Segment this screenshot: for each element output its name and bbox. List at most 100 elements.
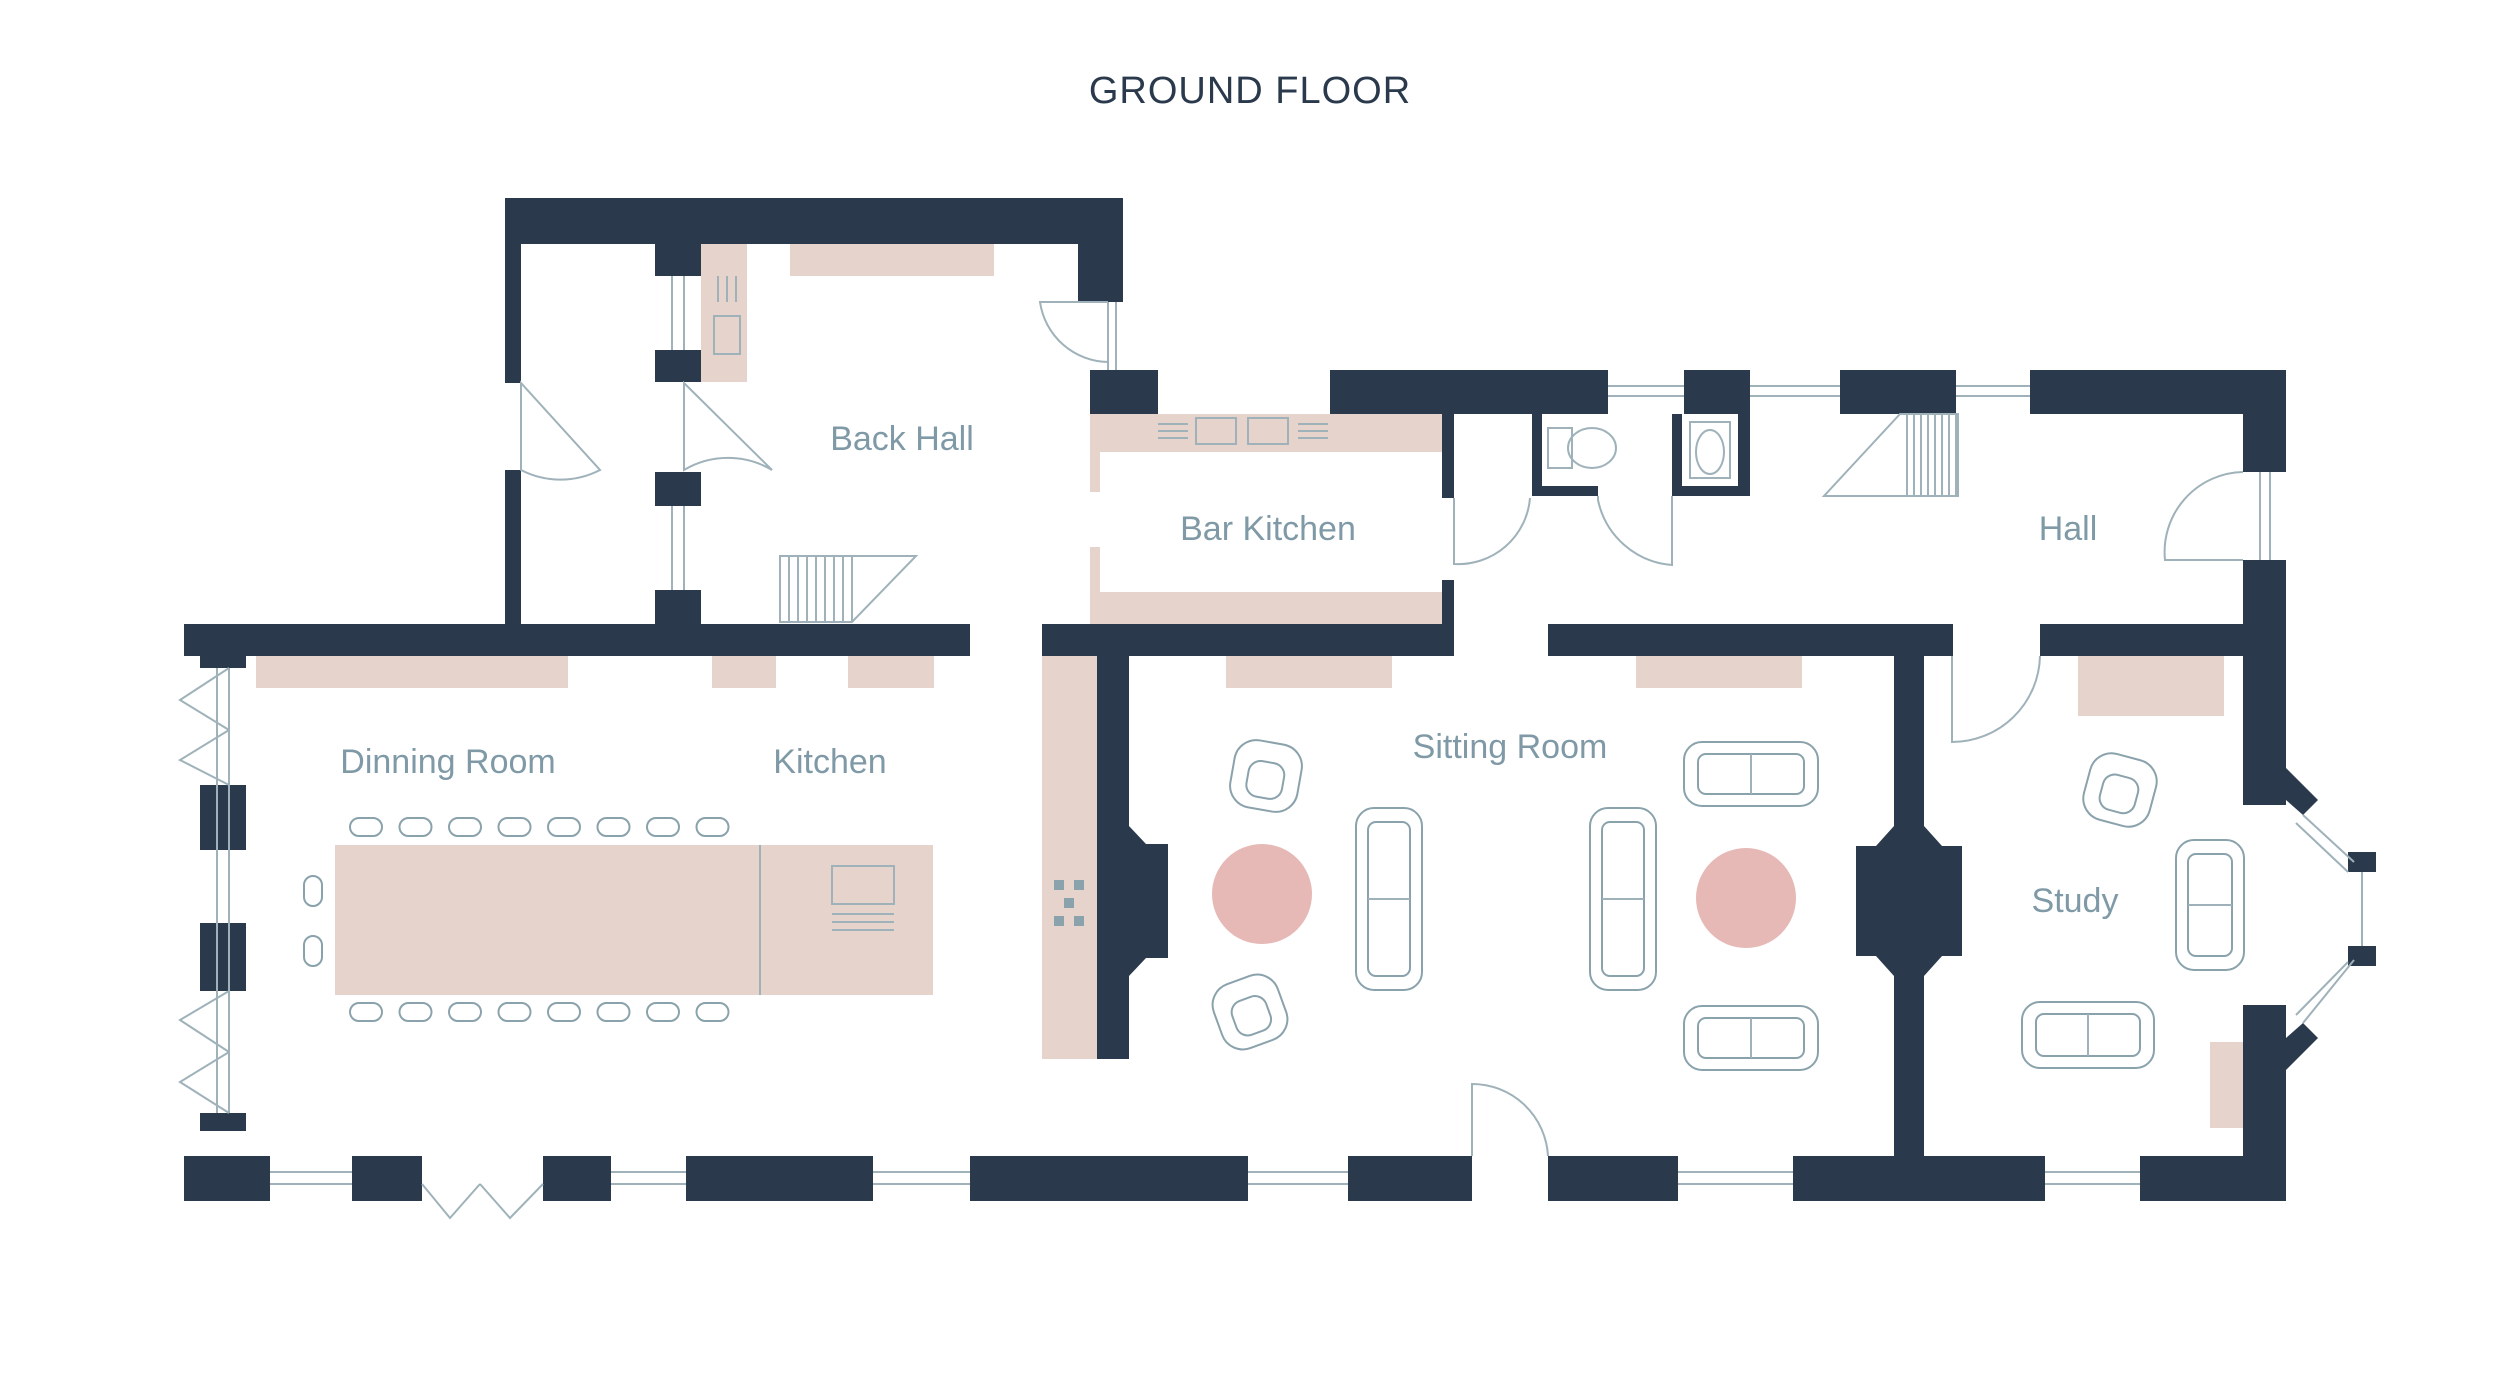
wall	[1330, 370, 1608, 414]
bar-counter	[1090, 414, 1442, 452]
sink-icon	[831, 865, 895, 905]
sofa	[1355, 807, 1423, 991]
sofa	[2021, 1001, 2155, 1069]
wall	[2243, 370, 2286, 472]
door-swing	[2163, 471, 2244, 561]
armchair	[1211, 973, 1289, 1051]
toilet-icon	[1547, 427, 1573, 469]
door-swing	[520, 380, 602, 481]
room-label-bar-kitchen: Bar Kitchen	[1180, 510, 1356, 548]
fireplace-breast	[1856, 826, 1962, 976]
rug	[1696, 848, 1796, 948]
wall	[1532, 414, 1542, 496]
wall	[184, 1156, 270, 1201]
wall	[970, 1156, 1248, 1201]
sink-icon	[713, 315, 741, 355]
wall	[2286, 768, 2318, 815]
french-door	[178, 990, 230, 1114]
wall	[200, 1113, 246, 1131]
wall	[2286, 1023, 2318, 1070]
wall	[1090, 370, 1158, 414]
sofa	[1683, 741, 1819, 807]
cabinet	[712, 656, 776, 688]
bar-counter	[1090, 547, 1100, 624]
wall	[1532, 486, 1598, 496]
stool	[695, 817, 730, 837]
rug	[1212, 844, 1312, 944]
wall	[1042, 624, 1454, 656]
wall	[1078, 198, 1123, 302]
windows	[216, 276, 2363, 1185]
stool	[646, 817, 680, 837]
sink-icon	[1195, 417, 1237, 445]
stair-icon	[1821, 413, 1959, 497]
wall	[1097, 656, 1129, 1059]
cabinet	[790, 244, 994, 276]
french-door	[177, 667, 230, 786]
basin-icon	[1689, 421, 1731, 479]
sofa	[2175, 839, 2245, 971]
armchair	[1229, 739, 1303, 813]
wall	[1442, 580, 1454, 656]
french-door	[421, 1183, 544, 1220]
room-label-back-hall: Back Hall	[830, 420, 974, 458]
stool	[547, 1002, 581, 1022]
kitchen-island	[335, 845, 933, 995]
wall	[200, 923, 246, 991]
sink-icon	[1247, 417, 1289, 445]
hob-icon	[1074, 916, 1084, 926]
wall	[543, 1156, 611, 1201]
sofa	[1589, 807, 1657, 991]
armchair-cushion	[1230, 995, 1273, 1037]
wall	[655, 350, 701, 382]
wall	[184, 624, 970, 656]
room-label-sitting-room: Sitting Room	[1413, 728, 1608, 766]
wall	[1348, 1156, 1472, 1201]
door-swing	[1471, 1082, 1549, 1157]
stool	[448, 817, 482, 837]
wall	[1894, 656, 1924, 826]
stool	[596, 1002, 631, 1022]
door-swing	[1453, 497, 1531, 566]
page-title: GROUND FLOOR	[1088, 70, 1412, 112]
room-label-dining-room: Dinning Room	[340, 743, 555, 781]
wall	[1672, 486, 1738, 496]
sofa	[1683, 1005, 1819, 1071]
door-swing	[1597, 496, 1673, 567]
wall	[1442, 414, 1454, 498]
wall	[505, 198, 1123, 244]
armchair-cushion	[1245, 759, 1286, 800]
walls	[184, 198, 2376, 1201]
wall	[352, 1156, 422, 1201]
cabinet	[2078, 656, 2224, 716]
cabinet	[1042, 656, 1097, 1059]
wall	[1684, 370, 1750, 414]
window	[2295, 822, 2349, 873]
wall	[2348, 946, 2376, 966]
hob-icon	[1064, 898, 1074, 908]
stool	[303, 935, 323, 967]
stool	[646, 1002, 680, 1022]
wall	[2348, 852, 2376, 872]
cabinet	[1226, 656, 1392, 688]
wall	[2243, 560, 2286, 805]
wc	[1547, 421, 1731, 479]
wall	[1738, 414, 1750, 496]
stool	[497, 1002, 532, 1022]
wall	[686, 1156, 873, 1201]
cabinet	[2210, 1042, 2243, 1128]
wall	[1894, 976, 1924, 1156]
stool	[596, 817, 631, 837]
door-swing	[1038, 301, 1109, 363]
hob-icon	[1054, 880, 1064, 890]
cabinet	[701, 244, 747, 382]
wall	[505, 198, 521, 383]
stool	[695, 1002, 730, 1022]
stair-icon	[779, 555, 919, 623]
room-label-kitchen: Kitchen	[773, 743, 886, 781]
stairs	[779, 413, 1959, 623]
wall	[200, 785, 246, 850]
wall	[200, 656, 246, 668]
furniture	[303, 739, 2245, 1071]
wall	[1548, 624, 1953, 656]
